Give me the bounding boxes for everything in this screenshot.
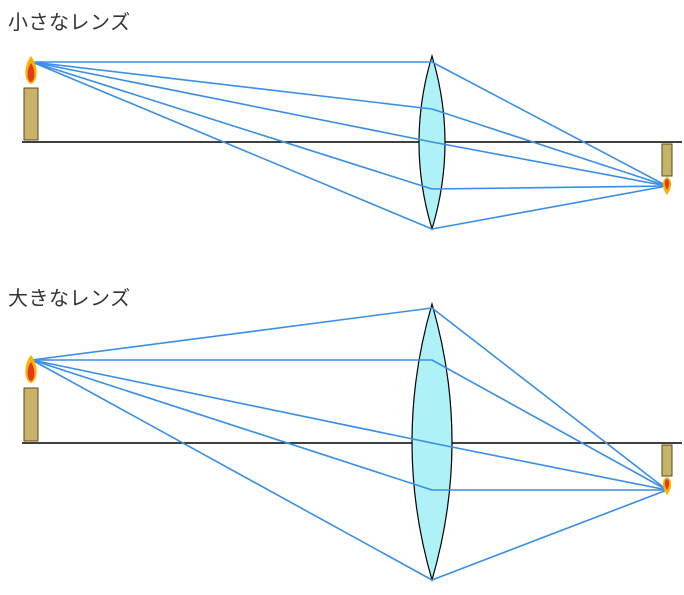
small-lens-ray-3 — [31, 61, 668, 187]
large-lens-source-candle — [23, 355, 39, 442]
large-lens-image-candle — [661, 444, 673, 495]
large-lens-source-flame-inner — [27, 362, 35, 381]
large-lens-title: 大きなレンズ — [8, 286, 131, 310]
small-lens-image-flame-inner — [664, 179, 670, 190]
small-lens-source-candle-body — [23, 87, 39, 141]
large-lens-ray-4 — [31, 359, 667, 491]
small-lens-ray-2 — [31, 61, 668, 187]
large-lens-lens-shape — [411, 301, 453, 583]
large-lens-source-candle-body — [23, 387, 39, 442]
large-lens-ray-5 — [31, 359, 668, 581]
small-lens-ray-5 — [31, 61, 668, 230]
small-lens-source-candle — [23, 56, 39, 141]
small-lens-image-candle-body — [661, 143, 673, 177]
small-lens-source-flame-inner — [27, 63, 35, 82]
large-lens-image-flame-inner — [664, 479, 670, 490]
large-lens-ray-1 — [31, 307, 668, 491]
large-lens-image-candle-body — [661, 444, 673, 477]
large-lens-ray-2 — [32, 359, 668, 491]
small-lens-ray-4 — [31, 61, 668, 190]
large-lens-ray-3 — [31, 359, 668, 491]
small-lens-ray-1 — [32, 61, 668, 187]
small-lens-image-candle — [661, 143, 673, 195]
small-lens-title: 小さなレンズ — [8, 10, 131, 34]
